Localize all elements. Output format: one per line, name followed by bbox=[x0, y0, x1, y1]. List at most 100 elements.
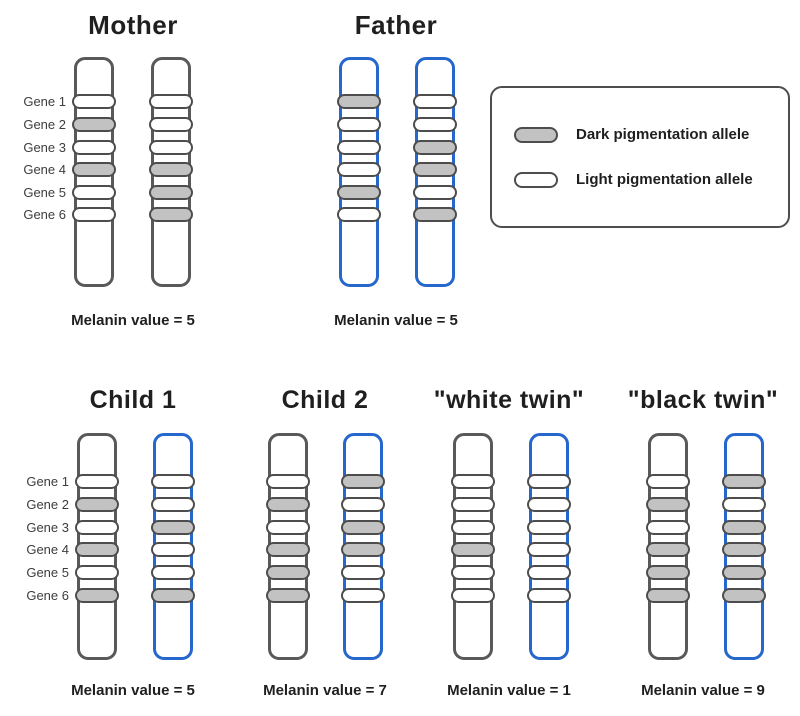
chromosome-mother-1 bbox=[72, 57, 116, 287]
chromosome-white-twin-1 bbox=[451, 433, 495, 660]
allele-band-light bbox=[149, 117, 193, 132]
allele-band-light bbox=[451, 520, 495, 535]
allele-band-light bbox=[413, 94, 457, 109]
gene-label-3: Gene 3 bbox=[26, 520, 69, 535]
allele-band-light bbox=[722, 497, 766, 512]
allele-band-light bbox=[72, 207, 116, 222]
allele-band-dark bbox=[413, 207, 457, 222]
allele-band-light bbox=[527, 588, 571, 603]
allele-band-dark bbox=[75, 497, 119, 512]
allele-band-light bbox=[151, 565, 195, 580]
allele-band-light bbox=[266, 474, 310, 489]
allele-band-dark bbox=[337, 94, 381, 109]
allele-band-light bbox=[451, 588, 495, 603]
allele-band-light bbox=[413, 117, 457, 132]
allele-band-light bbox=[151, 497, 195, 512]
allele-band-dark bbox=[151, 588, 195, 603]
allele-band-light bbox=[75, 565, 119, 580]
allele-band-dark bbox=[149, 207, 193, 222]
allele-band-dark bbox=[646, 542, 690, 557]
allele-band-light bbox=[413, 185, 457, 200]
allele-band-light bbox=[72, 94, 116, 109]
allele-band-light bbox=[151, 542, 195, 557]
allele-band-dark bbox=[722, 542, 766, 557]
allele-band-dark bbox=[722, 588, 766, 603]
individual-title-child-2: Child 2 bbox=[281, 386, 369, 414]
allele-band-light bbox=[341, 565, 385, 580]
allele-band-light bbox=[337, 207, 381, 222]
chromosome-child-1-2 bbox=[151, 433, 195, 660]
chromosome-white-twin-2 bbox=[527, 433, 571, 660]
allele-band-light bbox=[72, 140, 116, 155]
allele-band-dark bbox=[337, 185, 381, 200]
chromosome-father-2 bbox=[413, 57, 457, 287]
allele-band-light bbox=[337, 162, 381, 177]
allele-band-dark bbox=[266, 497, 310, 512]
allele-band-dark bbox=[72, 117, 116, 132]
legend-box: Dark pigmentation allele Light pigmentat… bbox=[490, 86, 790, 228]
chromosome-child-2-2 bbox=[341, 433, 385, 660]
allele-band-light bbox=[266, 520, 310, 535]
gene-label-2: Gene 2 bbox=[23, 117, 66, 132]
chromosome-black-twin-1 bbox=[646, 433, 690, 660]
gene-label-5: Gene 5 bbox=[26, 565, 69, 580]
allele-band-light bbox=[75, 520, 119, 535]
allele-band-dark bbox=[266, 588, 310, 603]
allele-band-light bbox=[527, 565, 571, 580]
allele-band-light bbox=[451, 474, 495, 489]
allele-band-dark bbox=[341, 542, 385, 557]
legend-item-light-allele: Light pigmentation allele bbox=[514, 171, 788, 188]
allele-band-light bbox=[527, 497, 571, 512]
allele-band-light bbox=[75, 474, 119, 489]
melanin-value-label-white-twin: Melanin value = 1 bbox=[447, 682, 571, 699]
melanin-value-label-black-twin: Melanin value = 9 bbox=[641, 682, 765, 699]
individual-title-mother: Mother bbox=[88, 10, 178, 40]
allele-band-dark bbox=[722, 520, 766, 535]
gene-label-4: Gene 4 bbox=[26, 542, 69, 557]
allele-band-light bbox=[451, 565, 495, 580]
legend-label-dark-allele: Dark pigmentation allele bbox=[576, 126, 750, 143]
allele-band-dark bbox=[646, 565, 690, 580]
allele-band-dark bbox=[646, 497, 690, 512]
individual-title-white-twin: "white twin" bbox=[433, 386, 585, 414]
dark-allele-icon bbox=[514, 126, 558, 143]
allele-band-light bbox=[151, 474, 195, 489]
gene-label-4: Gene 4 bbox=[23, 162, 66, 177]
melanin-value-label-child-1: Melanin value = 5 bbox=[71, 682, 195, 699]
individual-title-father: Father bbox=[354, 10, 438, 40]
gene-label-2: Gene 2 bbox=[26, 497, 69, 512]
allele-band-light bbox=[149, 94, 193, 109]
gene-label-1: Gene 1 bbox=[26, 474, 69, 489]
allele-band-dark bbox=[266, 542, 310, 557]
gene-label-5: Gene 5 bbox=[23, 185, 66, 200]
gene-label-1: Gene 1 bbox=[23, 94, 66, 109]
chromosome-child-1-1 bbox=[75, 433, 119, 660]
allele-band-dark bbox=[75, 542, 119, 557]
allele-band-dark bbox=[266, 565, 310, 580]
allele-band-dark bbox=[75, 588, 119, 603]
allele-band-light bbox=[149, 140, 193, 155]
allele-band-dark bbox=[149, 162, 193, 177]
allele-band-light bbox=[341, 588, 385, 603]
allele-band-light bbox=[527, 542, 571, 557]
allele-band-light bbox=[341, 497, 385, 512]
allele-band-light bbox=[72, 185, 116, 200]
allele-band-light bbox=[337, 140, 381, 155]
gene-label-6: Gene 6 bbox=[26, 588, 69, 603]
allele-band-dark bbox=[72, 162, 116, 177]
allele-band-dark bbox=[413, 140, 457, 155]
allele-band-light bbox=[527, 474, 571, 489]
allele-band-dark bbox=[341, 520, 385, 535]
allele-band-dark bbox=[341, 474, 385, 489]
melanin-value-label-mother: Melanin value = 5 bbox=[71, 312, 195, 329]
chromosome-black-twin-2 bbox=[722, 433, 766, 660]
individual-title-child-1: Child 1 bbox=[89, 386, 177, 414]
allele-band-dark bbox=[451, 542, 495, 557]
chromosome-father-1 bbox=[337, 57, 381, 287]
individual-title-black-twin: "black twin" bbox=[627, 386, 779, 414]
allele-band-light bbox=[527, 520, 571, 535]
allele-band-dark bbox=[646, 588, 690, 603]
legend-label-light-allele: Light pigmentation allele bbox=[576, 171, 753, 188]
allele-band-dark bbox=[151, 520, 195, 535]
